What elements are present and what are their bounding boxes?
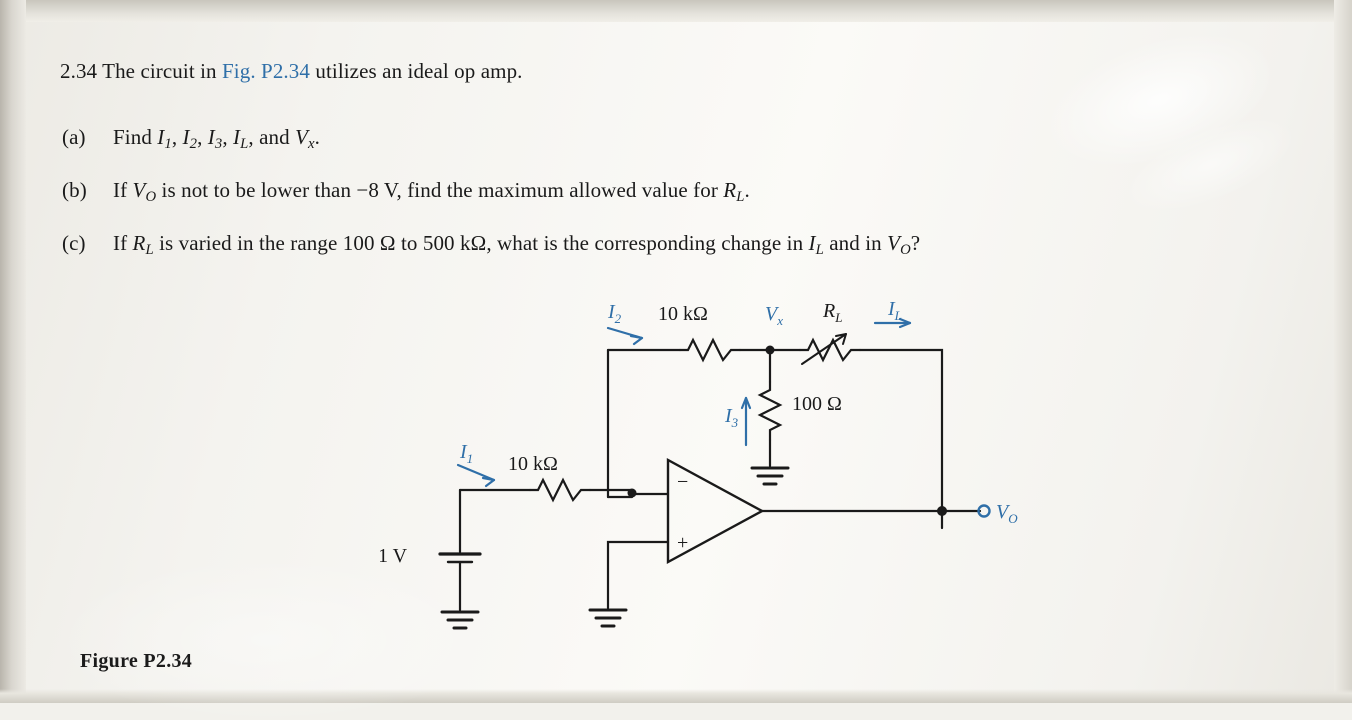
part-c-vo-sub: O: [900, 242, 911, 259]
current-arrow-i3-head: [740, 396, 752, 410]
part-c-s3: and in: [823, 231, 888, 255]
label-i2: I2: [607, 301, 622, 326]
part-b-text: If VO is not to be lower than −8 V, find…: [113, 177, 750, 206]
sep5: .: [314, 125, 320, 149]
part-c-s4: ?: [910, 231, 921, 255]
part-b-rl-sub: L: [736, 189, 745, 206]
part-a-i3: I: [207, 125, 215, 149]
page-bottom-edge: [0, 689, 1352, 703]
label-il: IL: [887, 298, 902, 323]
part-b-rl: R: [723, 178, 737, 202]
problem-intro-after: utilizes an ideal op amp.: [315, 59, 523, 83]
current-arrow-i1-head: [481, 476, 496, 488]
figure-reference-link[interactable]: Fig. P2.34: [222, 59, 310, 83]
problem-heading: 2.34 The circuit in Fig. P2.34 utilizes …: [60, 58, 523, 84]
resistor-10k-input: [528, 477, 592, 503]
label-rl: RL: [822, 300, 842, 325]
part-c-s1: If: [113, 231, 133, 255]
page-glare-highlight: [1027, 5, 1293, 195]
output-terminal-circle: [977, 504, 991, 518]
part-a-i3-sub: 3: [214, 136, 223, 153]
part-c-rl: R: [132, 231, 146, 255]
label-source-voltage: 1 V: [380, 545, 408, 567]
opamp-triangle: [666, 457, 765, 565]
variable-resistor-arrow: [801, 333, 847, 365]
junction-dot-output: [937, 506, 947, 516]
label-r-feedback: 10 kΩ: [658, 303, 708, 325]
part-a-il-sub: L: [240, 136, 249, 153]
label-vx: Vx: [765, 303, 783, 328]
problem-intro-before: The circuit in: [102, 59, 217, 83]
circuit-diagram: − + I2 10 kΩ Vx RL IL I3 100 Ω I1 10 kΩ …: [380, 298, 1018, 630]
resistor-10k-feedback: [678, 337, 742, 363]
part-a-vx: V: [295, 125, 308, 149]
part-b-s1: If: [113, 178, 133, 202]
part-b-label: (b): [62, 178, 87, 202]
current-arrow-i1: [456, 463, 496, 482]
part-c-il: I: [808, 231, 816, 255]
part-c-il-sub: L: [815, 242, 824, 259]
label-i3: I3: [724, 405, 739, 430]
opamp-inverting-sign: −: [677, 471, 688, 493]
part-c-label: (c): [62, 231, 86, 255]
part-c-text: If RL is varied in the range 100 Ω to 50…: [113, 230, 920, 259]
part-b-vo-sub: O: [145, 189, 157, 206]
label-i1: I1: [459, 441, 473, 466]
part-a-word-find: Find: [113, 125, 158, 149]
resistor-rl: [798, 337, 862, 363]
part-a-i1-sub: 1: [164, 136, 172, 153]
page-right-edge: [1334, 0, 1352, 703]
problem-number: 2.34: [60, 59, 98, 83]
part-b-vo: V: [132, 178, 146, 202]
part-a-text: Find I1, I2, I3, IL, and Vx.: [113, 124, 320, 153]
resistor-100ohm: [757, 380, 783, 442]
part-a-i2: I: [182, 125, 190, 149]
wire-noninverting-to-ground: [606, 540, 670, 610]
page-glare-highlight-secondary: [1113, 98, 1307, 232]
part-a-label: (a): [62, 125, 86, 149]
label-vo: VO: [996, 501, 1018, 526]
figure-caption: Figure P2.34: [80, 650, 193, 672]
junction-dot-inverting: [627, 488, 637, 498]
variable-resistor-arrowhead: [835, 333, 847, 345]
part-a-i1: I: [157, 125, 165, 149]
opamp-noninverting-sign: +: [677, 532, 688, 554]
label-r-input: 10 kΩ: [508, 453, 558, 475]
sep3: ,: [222, 125, 234, 149]
part-c-rl-sub: L: [145, 242, 154, 259]
part-a-i2-sub: 2: [189, 136, 198, 153]
current-arrow-i2-head: [629, 334, 644, 346]
sep1: ,: [171, 125, 183, 149]
part-b-s3: .: [744, 178, 750, 202]
part-b-s2: is not to be lower than −8 V, find the m…: [156, 178, 724, 202]
part-c-vo: V: [887, 231, 901, 255]
part-c-s2: is varied in the range 100 Ω to 500 kΩ, …: [153, 231, 809, 255]
part-a-il: I: [233, 125, 241, 149]
page-top-edge: [0, 0, 1352, 22]
current-arrow-il-head: [898, 317, 912, 329]
sep2: ,: [197, 125, 208, 149]
page-left-edge: [0, 0, 26, 703]
label-r-shunt: 100 Ω: [792, 393, 842, 415]
part-a-vx-sub: x: [308, 136, 315, 153]
sep4: , and: [248, 125, 296, 149]
wire-rl-to-output: [858, 348, 944, 530]
junction-dot-vx-node: [765, 345, 775, 355]
